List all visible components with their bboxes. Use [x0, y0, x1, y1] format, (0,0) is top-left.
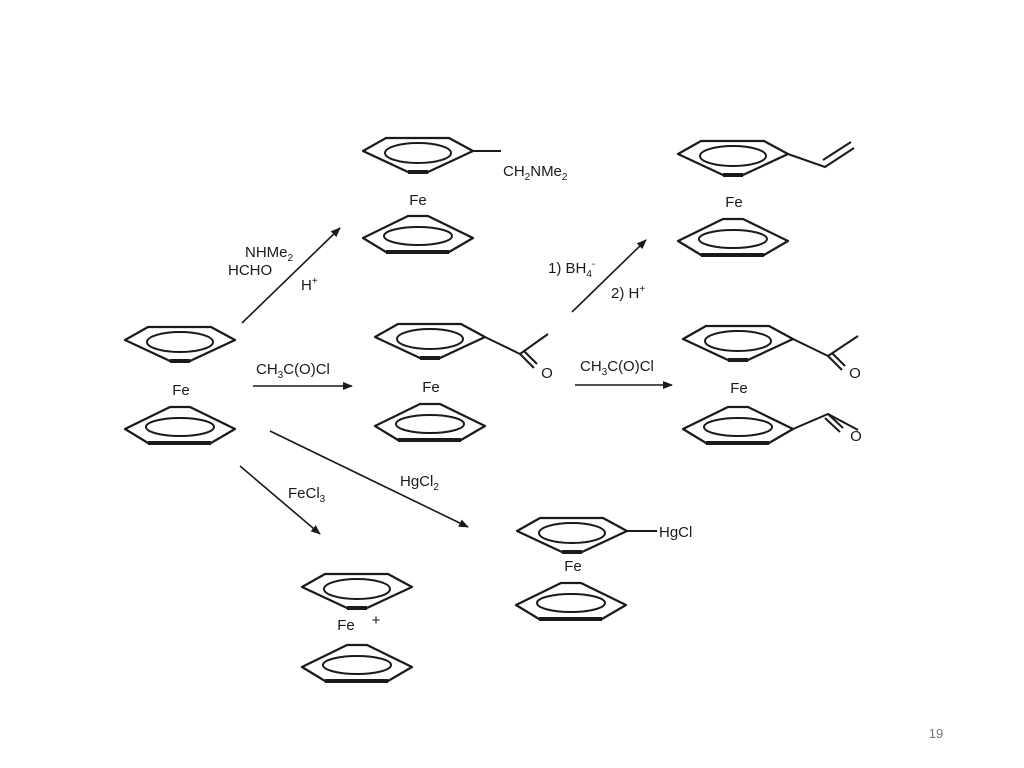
- iron-label: Fe: [422, 379, 440, 396]
- arrow-oxidation: [239, 465, 321, 535]
- iron-label: Fe: [730, 380, 748, 397]
- reagent-amine: NHMe2: [245, 244, 294, 264]
- arrow-mercuration: [269, 430, 469, 528]
- cp-ring-bottom: [681, 405, 795, 445]
- page-number: 19: [928, 726, 944, 741]
- charge-label: +: [372, 612, 381, 629]
- reagent-acetyl-chloride: CH3C(O)Cl: [256, 361, 330, 381]
- reagent-acetyl-chloride: CH3C(O)Cl: [580, 358, 654, 378]
- cp-ring-bottom: [300, 643, 414, 683]
- acetyl-bond: [792, 412, 859, 431]
- oxygen-label: O: [541, 365, 553, 382]
- arrow-reduction: [571, 239, 647, 313]
- vinyl-double-bond: [822, 141, 852, 161]
- reagent-acid: H+: [301, 276, 318, 294]
- cp-ring-bottom: [676, 217, 790, 257]
- carbonyl-double-bond: [523, 350, 538, 365]
- ferrocenium: Fe +: [300, 572, 414, 683]
- iron-label: Fe: [564, 558, 582, 575]
- cp-ring-top: [515, 516, 629, 554]
- iron-label: Fe: [409, 192, 427, 209]
- cp-ring-bottom: [361, 214, 475, 254]
- substituent-label: HgCl: [659, 524, 692, 541]
- chloromercuri-ferrocene: HgCl Fe: [514, 516, 692, 621]
- substituent-label: CH2NMe2: [503, 163, 568, 183]
- acetyl-bond: [792, 335, 859, 358]
- reagent-ferric-chloride: FeCl3: [288, 485, 326, 505]
- cp-ring-top: [681, 324, 795, 362]
- cp-ring-bottom: [123, 405, 237, 445]
- arrow-mannich: [241, 227, 341, 324]
- reagent-borohydride: 1) BH4-: [548, 259, 595, 280]
- cp-ring-top: [123, 325, 237, 363]
- carbonyl-bond: [827, 413, 844, 429]
- cp-ring-bottom: [514, 581, 628, 621]
- carbonyl-double-bond: [831, 352, 846, 367]
- cp-ring-top: [361, 136, 475, 174]
- ferrocene: Fe: [123, 325, 237, 445]
- iron-label: Fe: [172, 382, 190, 399]
- cp-ring-top: [300, 572, 414, 610]
- iron-label: Fe: [725, 194, 743, 211]
- acetyl-ferrocene: O Fe: [373, 322, 553, 442]
- diacetyl-ferrocene: O Fe O: [681, 324, 862, 445]
- acetyl-bond: [484, 333, 549, 356]
- oxygen-label: O: [849, 365, 861, 382]
- carbonyl-bond: [519, 353, 535, 369]
- aminomethyl-ferrocene: CH2NMe2 Fe: [361, 136, 568, 254]
- cp-ring-top: [373, 322, 487, 360]
- carbonyl-double-bond: [824, 417, 841, 433]
- cp-ring-top: [676, 139, 790, 177]
- oxygen-label: O: [850, 428, 862, 445]
- cp-ring-bottom: [373, 402, 487, 442]
- vinyl-bond: [787, 147, 855, 169]
- reagent-mercuric-chloride: HgCl2: [400, 473, 439, 493]
- carbonyl-bond: [827, 355, 843, 371]
- iron-label: Fe: [337, 617, 355, 634]
- vinyl-ferrocene: Fe: [676, 139, 855, 257]
- reagent-acid: 2) H+: [611, 284, 645, 302]
- reagent-formaldehyde: HCHO: [228, 262, 272, 279]
